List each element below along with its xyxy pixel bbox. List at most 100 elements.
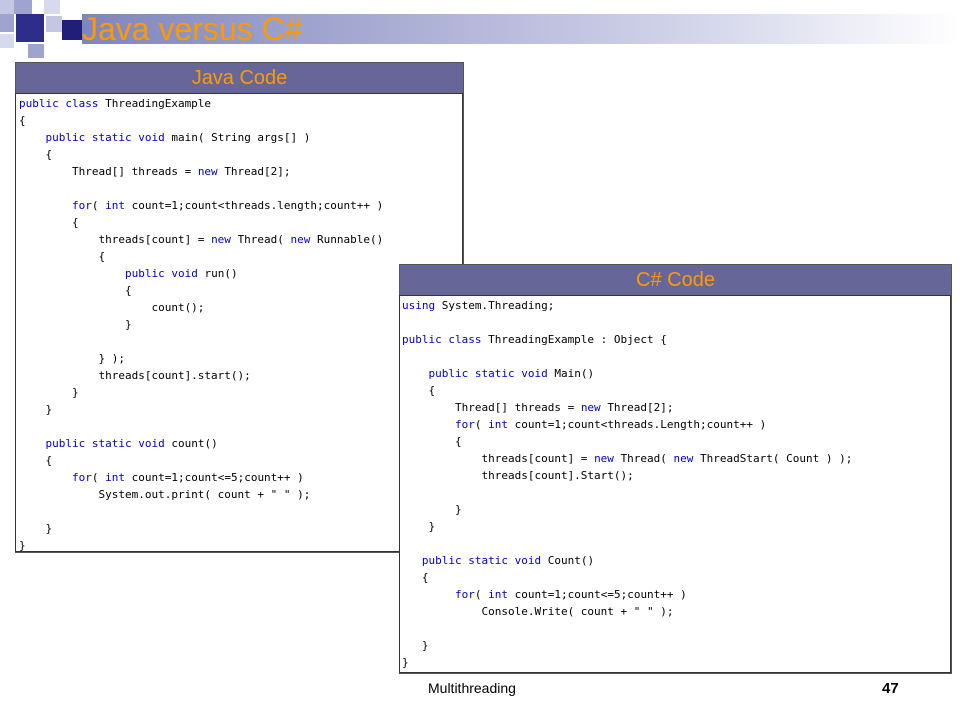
code-text: {: [402, 435, 462, 448]
code-text: run(): [204, 267, 238, 280]
code-text: [402, 367, 429, 380]
code-keyword: public static void: [45, 437, 172, 450]
code-text: count=1;count<threads.Length;count++ ): [514, 418, 767, 431]
code-text: [19, 199, 72, 212]
decor-square: [0, 34, 14, 48]
decor-square: [28, 44, 44, 58]
code-text: (: [474, 418, 489, 431]
code-text: [19, 131, 46, 144]
code-line: }: [19, 401, 462, 418]
java-code-header: Java Code: [16, 63, 463, 94]
csharp-code-listing: using System.Threading; public class Thre…: [400, 296, 950, 671]
code-line: for( int count=1;count<threads.Length;co…: [402, 416, 950, 433]
code-keyword: int: [488, 588, 515, 601]
code-keyword: new: [197, 165, 225, 178]
code-line: }: [402, 501, 950, 518]
code-text: }: [19, 318, 132, 331]
code-text: {: [19, 114, 26, 127]
code-keyword: public static void: [421, 554, 548, 567]
code-text: ThreadingExample: [105, 97, 212, 110]
footer-text: Multithreading: [428, 680, 516, 696]
code-line: }: [19, 316, 462, 333]
code-keyword: new: [290, 233, 318, 246]
code-keyword: new: [673, 452, 701, 465]
code-line: public class ThreadingExample: [19, 95, 462, 112]
code-text: {: [19, 250, 106, 263]
code-keyword: int: [105, 199, 132, 212]
java-code-listing: public class ThreadingExample { public st…: [16, 94, 462, 551]
decor-square: [46, 16, 62, 32]
code-keyword: int: [105, 471, 132, 484]
code-text: {: [19, 216, 79, 229]
page-number: 47: [882, 680, 899, 697]
decor-square: [44, 0, 60, 14]
code-text: {: [19, 454, 53, 467]
code-text: (: [91, 471, 106, 484]
code-text: ThreadingExample : Object {: [488, 333, 667, 346]
code-line: {: [402, 569, 950, 586]
java-code-box: public class ThreadingExample { public st…: [15, 93, 463, 552]
code-text: (: [91, 199, 106, 212]
code-text: [402, 588, 455, 601]
code-line: for( int count=1;count<=5;count++ ): [402, 586, 950, 603]
code-text: Thread[2];: [224, 165, 291, 178]
code-text: threads[count].Start();: [402, 469, 634, 482]
code-text: Runnable(): [317, 233, 384, 246]
code-text: Thread[] threads =: [402, 401, 581, 414]
decor-square: [0, 14, 14, 32]
code-keyword: for: [71, 199, 92, 212]
code-text: Thread[2];: [607, 401, 674, 414]
code-text: count=1;count<=5;count++ ): [131, 471, 304, 484]
code-keyword: using: [402, 299, 442, 312]
code-line: {: [19, 248, 462, 265]
code-line: {: [19, 282, 462, 299]
code-line: [402, 535, 950, 552]
code-text: }: [402, 503, 462, 516]
code-text: }: [19, 386, 79, 399]
code-keyword: public class: [402, 333, 489, 346]
code-keyword: public class: [19, 97, 106, 110]
code-line: }: [402, 654, 950, 671]
decor-square: [0, 0, 14, 14]
code-text: }: [402, 520, 436, 533]
code-keyword: public static void: [428, 367, 555, 380]
code-line: }: [19, 520, 462, 537]
code-text: }: [402, 656, 409, 669]
code-keyword: for: [454, 418, 475, 431]
code-line: threads[count].start();: [19, 367, 462, 384]
code-line: threads[count].Start();: [402, 467, 950, 484]
code-text: System.Threading;: [441, 299, 555, 312]
code-line: using System.Threading;: [402, 297, 950, 314]
code-line: {: [402, 433, 950, 450]
code-text: count(): [171, 437, 218, 450]
code-keyword: for: [71, 471, 92, 484]
code-line: count();: [19, 299, 462, 316]
code-line: public static void Main(): [402, 365, 950, 382]
code-text: {: [402, 384, 436, 397]
code-text: }: [19, 403, 53, 416]
code-keyword: new: [594, 452, 621, 465]
code-text: Count(): [547, 554, 595, 567]
code-keyword: new: [580, 401, 608, 414]
code-text: } );: [19, 352, 125, 365]
code-text: Thread(: [620, 452, 674, 465]
code-line: {: [402, 382, 950, 399]
code-line: public static void main( String args[] ): [19, 129, 462, 146]
code-line: {: [19, 214, 462, 231]
code-text: (: [474, 588, 489, 601]
code-line: threads[count] = new Thread( new ThreadS…: [402, 450, 950, 467]
code-line: {: [19, 112, 462, 129]
code-text: threads[count] =: [402, 452, 595, 465]
code-keyword: for: [454, 588, 475, 601]
code-text: count();: [19, 301, 205, 314]
code-keyword: new: [211, 233, 238, 246]
code-text: threads[count] =: [19, 233, 212, 246]
title-banner: [82, 14, 960, 44]
code-line: [19, 418, 462, 435]
code-line: public void run(): [19, 265, 462, 282]
code-text: ThreadStart( Count ) );: [700, 452, 853, 465]
code-text: count=1;count<=5;count++ ): [514, 588, 687, 601]
code-text: Thread(: [237, 233, 291, 246]
code-line: System.out.print( count + " " );: [19, 486, 462, 503]
csharp-code-box: using System.Threading; public class Thre…: [399, 295, 951, 673]
